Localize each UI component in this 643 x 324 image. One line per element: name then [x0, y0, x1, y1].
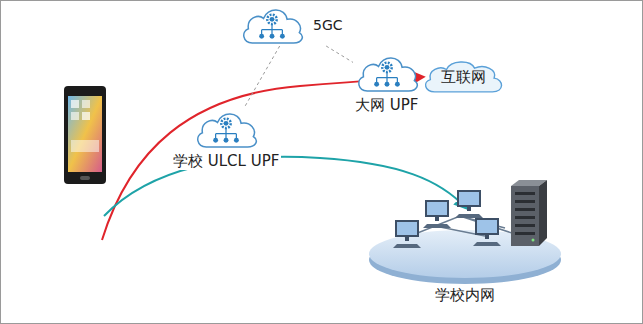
- node-label: 学校 ULCL UPF: [171, 152, 281, 170]
- upf-node: 大网 UPF: [353, 52, 420, 114]
- node-label: 5GC: [311, 17, 345, 34]
- upf-cloud-icon: [239, 4, 305, 46]
- network-illustration: [365, 176, 565, 286]
- intranet-flow: [104, 157, 466, 216]
- control-link: [326, 46, 353, 62]
- school-intranet-node: 学校内网: [365, 176, 565, 304]
- cloud-label: 互联网: [439, 68, 488, 86]
- upf-cloud-icon: [193, 108, 259, 150]
- internet-flow: [102, 77, 423, 240]
- internet-cloud: 互联网: [421, 58, 506, 94]
- control-link: [244, 46, 280, 108]
- node-label: 学校内网: [433, 286, 497, 304]
- phone-icon: [64, 86, 106, 184]
- ulcl-upf-node: 学校 ULCL UPF: [171, 108, 281, 170]
- node-label: 大网 UPF: [353, 96, 420, 114]
- core-network-node: 5GC: [239, 4, 345, 46]
- upf-cloud-icon: [354, 52, 420, 94]
